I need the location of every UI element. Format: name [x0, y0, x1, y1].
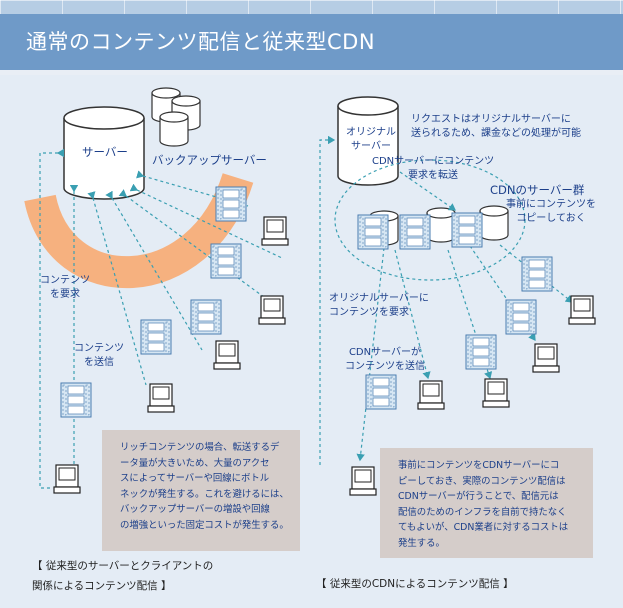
left-explanation-note: リッチコンテンツの場合、転送するデ ータ量が大きいため、大量のアクセ スによって…	[102, 430, 300, 551]
origin-server-label: オリジナル サーバー	[346, 127, 396, 152]
page-title: 通常のコンテンツ配信と従来型CDN	[26, 30, 376, 54]
title-bar: 通常のコンテンツ配信と従来型CDN	[0, 14, 623, 75]
send-content-label: コンテンツ を送信	[74, 343, 124, 368]
left-caption: 【 従来型のサーバーとクライアントの 関係によるコンテンツ配信 】	[32, 560, 214, 592]
backup-servers-icon	[151, 87, 201, 147]
left-content-films	[60, 186, 247, 418]
right-explanation-note: 事前にコンテンツをCDNサーバーにコ ピーしておき、実際のコンテンツ配信は CD…	[380, 448, 593, 558]
cdn-group-subtitle: 事前にコンテンツを コピーしておく	[506, 199, 596, 224]
cdn-group-ellipse	[334, 159, 526, 281]
right-caption: 【 従来型のCDNによるコンテンツ配信 】	[316, 578, 514, 590]
left-flow-arrows	[39, 148, 283, 489]
cdn-group-title: CDNのサーバー群	[490, 183, 585, 197]
right-flow-arrows	[319, 135, 573, 465]
cdn-send-label: CDNサーバーが コンテンツを送信	[345, 347, 425, 372]
request-origin-label: オリジナルサーバーに コンテンツを要求	[329, 293, 429, 318]
server-label: サーバー	[82, 145, 128, 159]
origin-server-icon	[337, 96, 399, 186]
backup-server-label: バックアップサーバー	[152, 153, 267, 167]
forward-request-label: CDNサーバーにコンテンツ 要求を転送	[372, 156, 495, 181]
request-note-label: リクエストはオリジナルサーバーに 送られるため、課金などの処理が可能	[411, 114, 581, 139]
main-server-icon	[63, 106, 145, 200]
cdn-servers-icon	[369, 205, 509, 246]
request-content-label: コンテンツ を要求	[40, 275, 90, 300]
